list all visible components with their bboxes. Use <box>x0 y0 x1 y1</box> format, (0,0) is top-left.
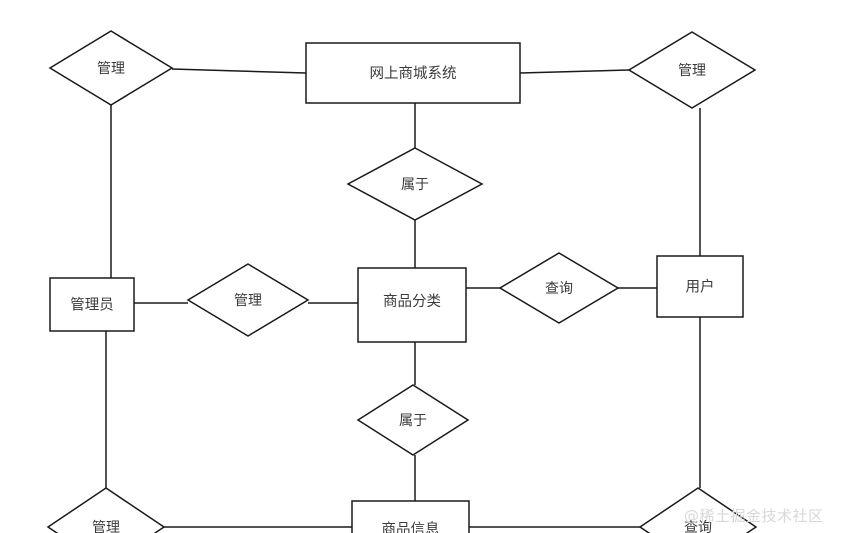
relationship-diamond-shape <box>627 31 757 109</box>
relationship-diamond-shape <box>186 263 310 337</box>
conn-system-to-manage-tr <box>519 69 630 74</box>
relationship-label: 查询 <box>545 281 573 297</box>
relationship-diamond-shape <box>638 487 758 533</box>
entity-label: 用户 <box>686 279 715 296</box>
entity-box-shape <box>305 42 521 104</box>
entity-label: 商品信息 <box>382 521 440 533</box>
relationship-label: 属于 <box>399 413 427 429</box>
entity-label: 管理员 <box>70 297 114 314</box>
entity-label: 网上商城系统 <box>370 65 457 82</box>
relationship-diamond-shape <box>498 252 620 324</box>
relationship-diamond-shape <box>48 30 174 106</box>
connection-lines-layer <box>105 68 701 528</box>
relationship-rel-belong-2[interactable]: 属于 <box>356 384 470 456</box>
relationship-rel-manage-tr[interactable]: 管理 <box>627 31 757 109</box>
relationship-rel-query-mid[interactable]: 查询 <box>498 252 620 324</box>
entity-box-shape <box>357 267 467 343</box>
conn-manage-tl-to-system <box>171 68 307 74</box>
entity-system[interactable]: 网上商城系统 <box>305 42 521 104</box>
relationship-rel-manage-mid[interactable]: 管理 <box>186 263 310 337</box>
relationship-rel-manage-tl[interactable]: 管理 <box>48 30 174 106</box>
entity-product[interactable]: 商品信息 <box>351 500 470 533</box>
relationship-diamond-shape <box>46 487 166 533</box>
relationship-label: 管理 <box>92 520 120 533</box>
entity-category[interactable]: 商品分类 <box>357 267 467 343</box>
entity-admin[interactable]: 管理员 <box>49 277 135 332</box>
relationship-label: 管理 <box>97 61 125 77</box>
entity-user[interactable]: 用户 <box>656 255 744 318</box>
relationship-label: 查询 <box>684 520 712 533</box>
relationship-diamond-shape <box>346 147 484 221</box>
entity-box-shape <box>49 277 135 332</box>
relationship-rel-manage-bl[interactable]: 管理 <box>46 487 166 533</box>
relationship-label: 管理 <box>234 293 262 309</box>
entity-box-shape <box>351 500 470 533</box>
entity-label: 商品分类 <box>383 293 441 310</box>
relationship-label: 管理 <box>678 63 706 79</box>
relationship-rel-belong-1[interactable]: 属于 <box>346 147 484 221</box>
relationship-diamond-shape <box>356 384 470 456</box>
relationship-label: 属于 <box>401 177 429 193</box>
relationship-diamonds-layer: 管理管理属于管理查询属于管理查询 <box>46 30 758 533</box>
entity-box-shape <box>656 255 744 318</box>
relationship-rel-query-br[interactable]: 查询 <box>638 487 758 533</box>
